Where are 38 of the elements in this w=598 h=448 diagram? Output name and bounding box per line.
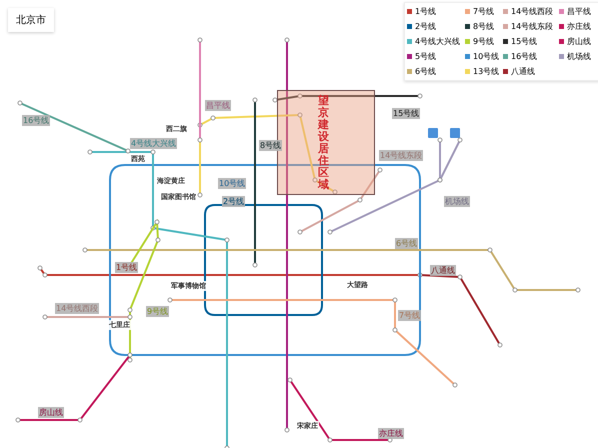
line-name: 14号线东段: [379, 150, 424, 161]
legend-label: 9号线: [473, 36, 494, 47]
line-name: 4号线大兴线: [130, 138, 178, 149]
line-name: 2号线: [222, 196, 246, 207]
line-name: 8号线: [259, 140, 282, 151]
legend-label: 10号线: [473, 51, 500, 62]
legend-label: 14号线东段: [511, 21, 554, 32]
legend-label: 4号线大兴线: [415, 36, 460, 47]
region-title: 望京建设居住区域: [318, 95, 330, 191]
legend-label: 房山线: [567, 36, 591, 47]
line-name: 16号线: [22, 115, 50, 126]
line-name: 房山线: [38, 407, 64, 418]
line-name: 15号线: [392, 108, 420, 119]
line-name: 1号线: [115, 262, 138, 273]
legend-label: 5号线: [415, 51, 436, 62]
line-name: 机场线: [444, 196, 470, 207]
legend-label: 昌平线: [567, 6, 591, 17]
legend-label: 16号线: [511, 51, 538, 62]
city-dropdown: 北京市: [8, 8, 54, 32]
line-name: 9号线: [146, 306, 170, 317]
line-name: 7号线: [398, 310, 422, 321]
legend-label: 13号线: [473, 66, 500, 77]
legend-label: 八通线: [511, 66, 535, 77]
line-name: 八通线: [430, 265, 456, 276]
legend-label: 1号线: [415, 6, 436, 17]
line-name: 6号线: [395, 238, 418, 249]
legend-label: 15号线: [511, 36, 538, 47]
legend-label: 8号线: [473, 21, 494, 32]
line-name: 昌平线: [205, 100, 231, 111]
line-name: 14号线西段: [55, 303, 100, 314]
line-name: 10号线: [218, 178, 246, 189]
line-name: 亦庄线: [378, 428, 404, 439]
legend-label: 6号线: [415, 66, 436, 77]
legend-label: 机场线: [567, 51, 591, 62]
legend-label: 亦庄线: [567, 21, 591, 32]
legend-label: 7号线: [473, 6, 494, 17]
legend-label: 2号线: [415, 21, 436, 32]
legend-label: 14号线西段: [511, 6, 554, 17]
